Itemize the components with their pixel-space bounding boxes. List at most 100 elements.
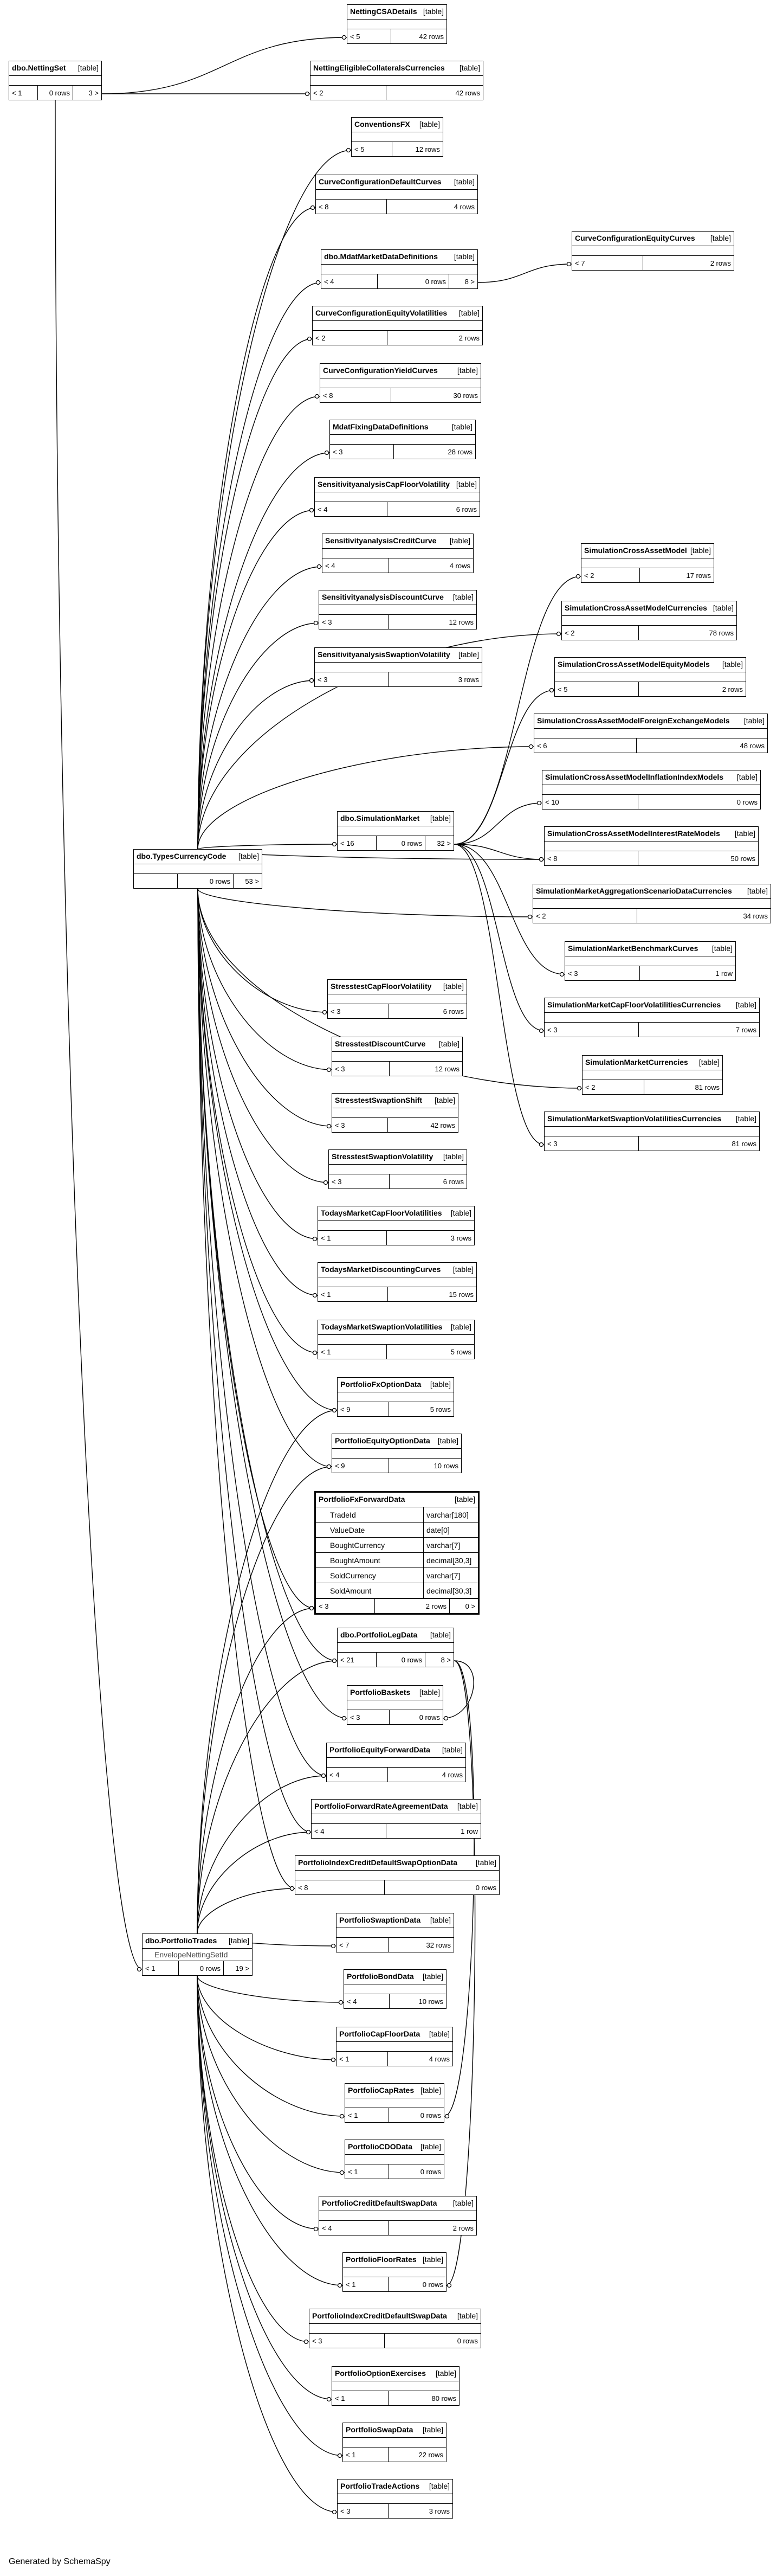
table-simulation-cross-asset-model-inflation-index-models[interactable]: SimulationCrossAssetModelInflationIndexM… (542, 770, 761, 810)
parent-count[interactable]: < 8 (323, 391, 333, 400)
parent-count[interactable]: < 3 (547, 1139, 558, 1148)
table-curve-configuration-default-curves[interactable]: CurveConfigurationDefaultCurves[table]< … (315, 175, 478, 214)
table-name[interactable]: CurveConfigurationEquityVolatilities (315, 309, 448, 317)
table-name[interactable]: PortfolioEquityForwardData (329, 1745, 430, 1754)
child-count[interactable]: 53 > (233, 874, 262, 888)
table-name[interactable]: PortfolioEquityOptionData (335, 1436, 430, 1445)
parent-count[interactable]: < 2 (585, 1083, 596, 1091)
parent-count[interactable]: < 3 (332, 1177, 342, 1186)
parent-count[interactable]: < 9 (335, 1461, 345, 1470)
table-name[interactable]: dbo.PortfolioTrades (145, 1936, 217, 1945)
table-name[interactable]: PortfolioSwaptionData (339, 1916, 421, 1924)
table-name[interactable]: CurveConfigurationEquityCurves (575, 234, 695, 242)
table-name[interactable]: PortfolioBaskets (350, 1688, 411, 1697)
child-count[interactable]: 19 > (223, 1961, 252, 1975)
table-name[interactable]: StresstestDiscountCurve (335, 1039, 426, 1048)
table-name[interactable]: SensitivityanalysisCreditCurve (325, 536, 437, 545)
parent-count[interactable]: < 3 (322, 618, 332, 626)
parent-count[interactable]: < 3 (335, 1064, 345, 1073)
parent-count[interactable]: < 1 (346, 2280, 356, 2289)
table-portfolio-trades[interactable]: dbo.PortfolioTrades[table]EnvelopeNettin… (142, 1933, 253, 1976)
table-name[interactable]: SensitivityanalysisCapFloorVolatility (318, 480, 450, 489)
table-name[interactable]: ConventionsFX (354, 120, 410, 129)
table-name[interactable]: StresstestSwaptionVolatility (332, 1152, 433, 1161)
parent-count[interactable]: < 5 (350, 32, 360, 41)
table-simulation-market-cap-floor-volatilities-currencies[interactable]: SimulationMarketCapFloorVolatilitiesCurr… (544, 998, 760, 1037)
table-name[interactable]: TodaysMarketSwaptionVolatilities (321, 1322, 443, 1331)
parent-count[interactable]: < 1 (12, 88, 22, 97)
parent-count[interactable]: < 1 (321, 1234, 331, 1242)
parent-count[interactable]: < 3 (340, 2507, 351, 2515)
parent-count[interactable]: < 8 (547, 854, 558, 863)
table-simulation-market-swaption-volatilities-currencies[interactable]: SimulationMarketSwaptionVolatilitiesCurr… (544, 1112, 760, 1151)
parent-count[interactable]: < 3 (319, 1602, 329, 1610)
table-sensitivityanalysis-swaption-volatility[interactable]: SensitivityanalysisSwaptionVolatility[ta… (314, 647, 482, 687)
table-name[interactable]: PortfolioIndexCreditDefaultSwapOptionDat… (298, 1858, 458, 1867)
parent-count[interactable]: < 1 (346, 2450, 356, 2459)
table-netting-eligible-collaterals-currencies[interactable]: NettingEligibleCollateralsCurrencies[tab… (310, 61, 483, 100)
table-simulation-cross-asset-model-interest-rate-models[interactable]: SimulationCrossAssetModelInterestRateMod… (544, 826, 759, 866)
table-simulation-market-aggregation-scenario-data-currencies[interactable]: SimulationMarketAggregationScenarioDataC… (533, 884, 771, 923)
parent-count[interactable]: < 4 (324, 277, 334, 286)
parent-count[interactable]: < 2 (536, 911, 546, 920)
table-name[interactable]: PortfolioFxOptionData (340, 1380, 422, 1389)
table-name[interactable]: PortfolioIndexCreditDefaultSwapData (312, 2311, 447, 2320)
parent-count[interactable]: < 1 (321, 1290, 331, 1299)
table-name[interactable]: SensitivityanalysisSwaptionVolatility (318, 650, 450, 659)
table-todays-market-swaption-volatilities[interactable]: TodaysMarketSwaptionVolatilities[table]<… (318, 1320, 475, 1359)
table-name[interactable]: TodaysMarketCapFloorVolatilities (321, 1209, 442, 1217)
table-name[interactable]: MdatFixingDataDefinitions (333, 422, 429, 431)
table-name[interactable]: dbo.PortfolioLegData (340, 1630, 418, 1639)
table-todays-market-cap-floor-volatilities[interactable]: TodaysMarketCapFloorVolatilities[table]<… (318, 1206, 475, 1245)
table-simulation-cross-asset-model-equity-models[interactable]: SimulationCrossAssetModelEquityModels[ta… (554, 657, 746, 697)
table-name[interactable]: dbo.MdatMarketDataDefinitions (324, 252, 438, 261)
parent-count[interactable]: < 2 (584, 571, 594, 580)
parent-count[interactable]: < 4 (322, 2224, 332, 2232)
table-name[interactable]: PortfolioCreditDefaultSwapData (322, 2199, 437, 2207)
table-name[interactable]: PortfolioCDOData (348, 2142, 412, 2151)
parent-count[interactable]: < 8 (319, 202, 329, 211)
table-name[interactable]: TodaysMarketDiscountingCurves (321, 1265, 441, 1274)
table-name[interactable]: PortfolioBondData (347, 1972, 414, 1981)
table-sensitivityanalysis-discount-curve[interactable]: SensitivityanalysisDiscountCurve[table]<… (319, 590, 477, 629)
table-name[interactable]: SimulationMarketSwaptionVolatilitiesCurr… (547, 1114, 722, 1123)
table-name[interactable]: NettingCSADetails (350, 7, 417, 16)
table-name[interactable]: SimulationCrossAssetModelEquityModels (558, 660, 710, 669)
table-name[interactable]: StresstestCapFloorVolatility (331, 982, 432, 991)
child-count[interactable]: 8 > (449, 274, 477, 288)
table-name[interactable]: PortfolioFxForwardData (319, 1495, 405, 1504)
table-name[interactable]: SimulationCrossAssetModelInterestRateMod… (547, 829, 720, 838)
parent-count[interactable]: < 2 (565, 628, 575, 637)
parent-count[interactable]: < 21 (340, 1655, 354, 1664)
table-curve-configuration-equity-curves[interactable]: CurveConfigurationEquityCurves[table]< 7… (572, 231, 734, 271)
parent-count[interactable]: < 1 (348, 2167, 358, 2176)
parent-count[interactable]: < 2 (313, 88, 323, 97)
table-portfolio-credit-default-swap-data[interactable]: PortfolioCreditDefaultSwapData[table]< 4… (319, 2196, 477, 2235)
table-name[interactable]: PortfolioCapFloorData (339, 2029, 420, 2038)
parent-count[interactable]: < 1 (335, 2394, 345, 2402)
table-name[interactable]: SimulationCrossAssetModel (584, 546, 687, 555)
parent-count[interactable]: < 3 (331, 1007, 341, 1016)
parent-count[interactable]: < 1 (348, 2111, 358, 2119)
table-name[interactable]: CurveConfigurationDefaultCurves (319, 177, 442, 186)
parent-count[interactable]: < 5 (354, 145, 365, 153)
table-name[interactable]: PortfolioOptionExercises (335, 2369, 426, 2378)
